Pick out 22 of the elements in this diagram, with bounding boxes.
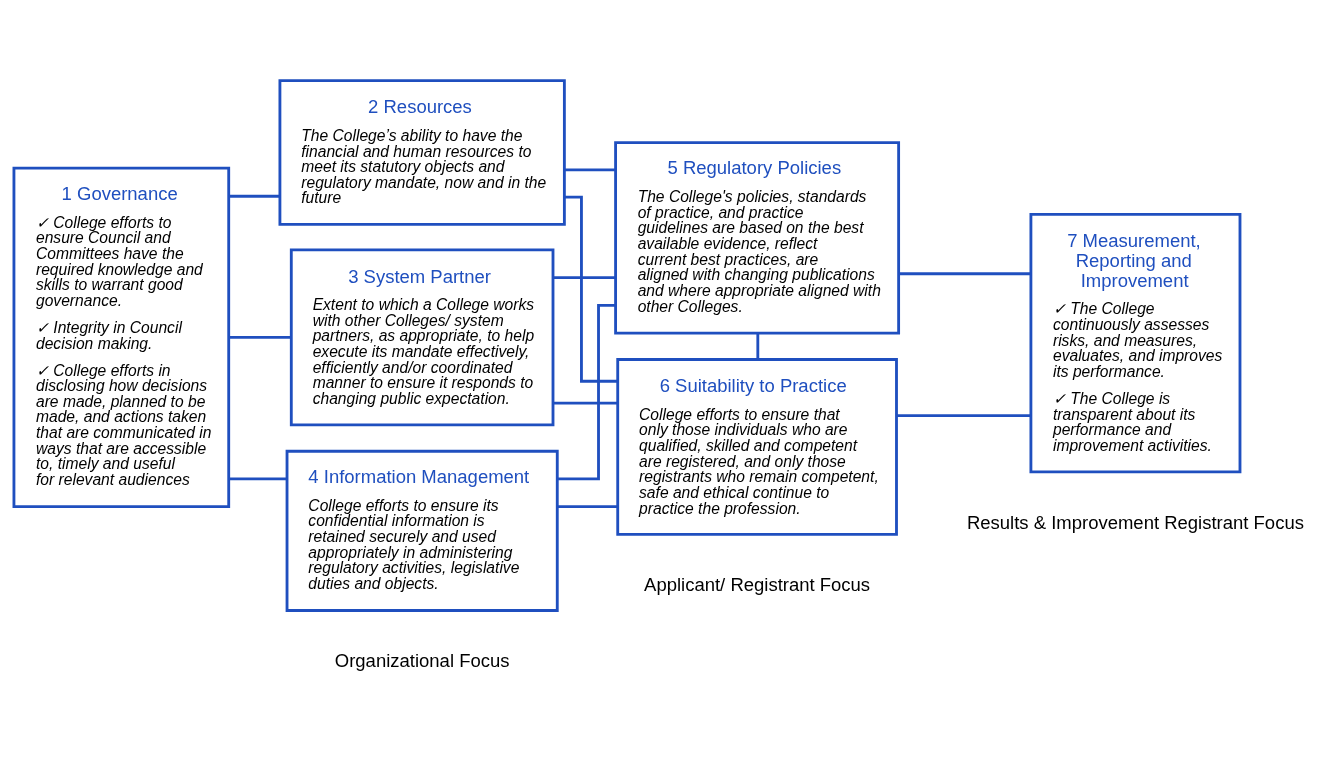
connector bbox=[564, 168, 616, 172]
node-box: 2 Resources The College’s ability to have the financial and human resources to meet its statutory objects and regulatory mandate, now and in the future bbox=[278, 79, 566, 226]
connector bbox=[229, 477, 287, 481]
connector bbox=[229, 336, 291, 339]
node-box: 1 Governance ✓ College efforts to ensure Council and Committees have the required knowledge and skills to warrant good governance. ✓ Integrity in Council decision making. ✓ College efforts in disclosing how decisions are made, planned to be made, and actions taken that are communicated in ways that are accessible to, timely and useful for relevant audiences bbox=[12, 166, 231, 509]
node-box: 6 Suitability to Practice College efforts to ensure that only those individuals who are qualified, skilled and competent are registered, and only those registrants who remain competent, safe and ethical continue to practice the profession. bbox=[616, 358, 898, 536]
connector bbox=[896, 414, 1031, 418]
connector bbox=[557, 505, 618, 509]
node-box: 5 Regulatory Policies The College's policies, standards of practice, and practice guidelines are based on the best available evidence, reflect current best practices, are aligned with changing publications and where appropriate aligned with other Colleges. bbox=[614, 141, 901, 335]
connector bbox=[564, 195, 618, 383]
node-box: 4 Information Management College efforts to ensure its confidential information is retained securely and used appropriately in administering regulatory activities, legislative duties and objects. bbox=[285, 449, 559, 612]
label: Results & Improvement Registrant Focus bbox=[966, 511, 1304, 533]
connector bbox=[553, 276, 616, 280]
label: Applicant/ Registrant Focus bbox=[644, 574, 871, 596]
connector bbox=[899, 272, 1031, 276]
connector bbox=[557, 304, 616, 481]
node-box: 3 System Partner Extent to which a College works with other Colleges/ system partners, as appropriate, to help execute its mandate effectively, efficiently and/or coordinated manner to ensure it responds to changing public expectation. bbox=[289, 248, 555, 427]
connector bbox=[756, 333, 760, 360]
label: Organizational Focus bbox=[334, 649, 510, 671]
connector bbox=[229, 194, 280, 198]
connector bbox=[553, 401, 618, 405]
node-box: 7 Measurement, Reporting and Improvement ✓ The College continuously assesses risks, and measures, evaluates, and improves its performance. ✓ The College is transparent about its performance and improvement activities. bbox=[1029, 212, 1242, 474]
